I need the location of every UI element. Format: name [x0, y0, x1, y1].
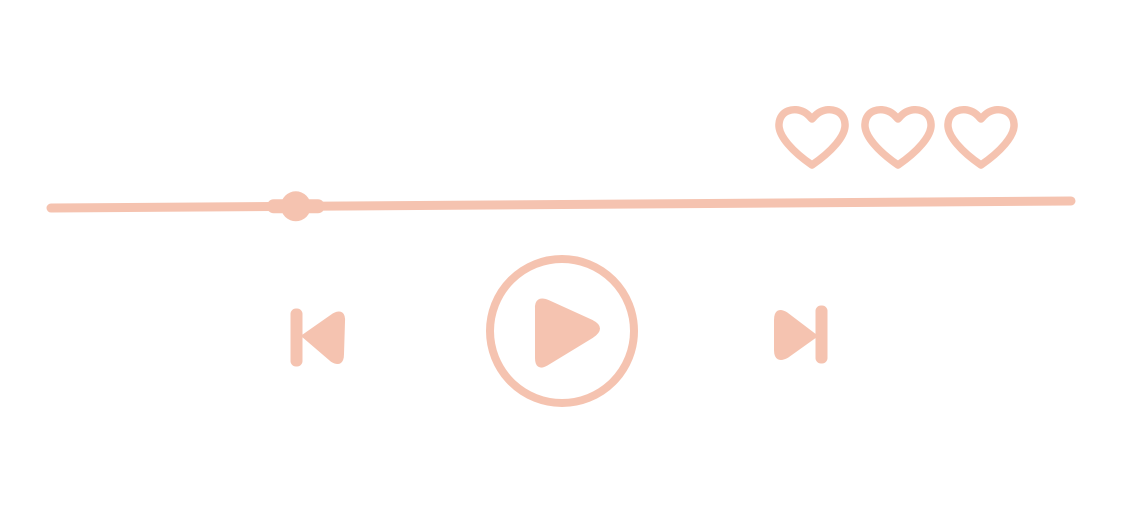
play-button-ring — [486, 255, 638, 407]
skip-previous-icon — [290, 308, 346, 367]
skip-next-icon — [774, 305, 828, 364]
heart-icon[interactable] — [861, 106, 935, 169]
previous-button[interactable] — [290, 308, 346, 367]
progress-bar[interactable] — [46, 191, 1076, 222]
play-icon — [534, 298, 600, 368]
next-button[interactable] — [774, 305, 828, 364]
progress-track[interactable] — [46, 196, 1076, 213]
heart-icon[interactable] — [944, 106, 1018, 169]
heart-icon[interactable] — [775, 106, 849, 169]
play-button[interactable] — [486, 255, 638, 407]
rating-hearts — [775, 106, 1018, 169]
